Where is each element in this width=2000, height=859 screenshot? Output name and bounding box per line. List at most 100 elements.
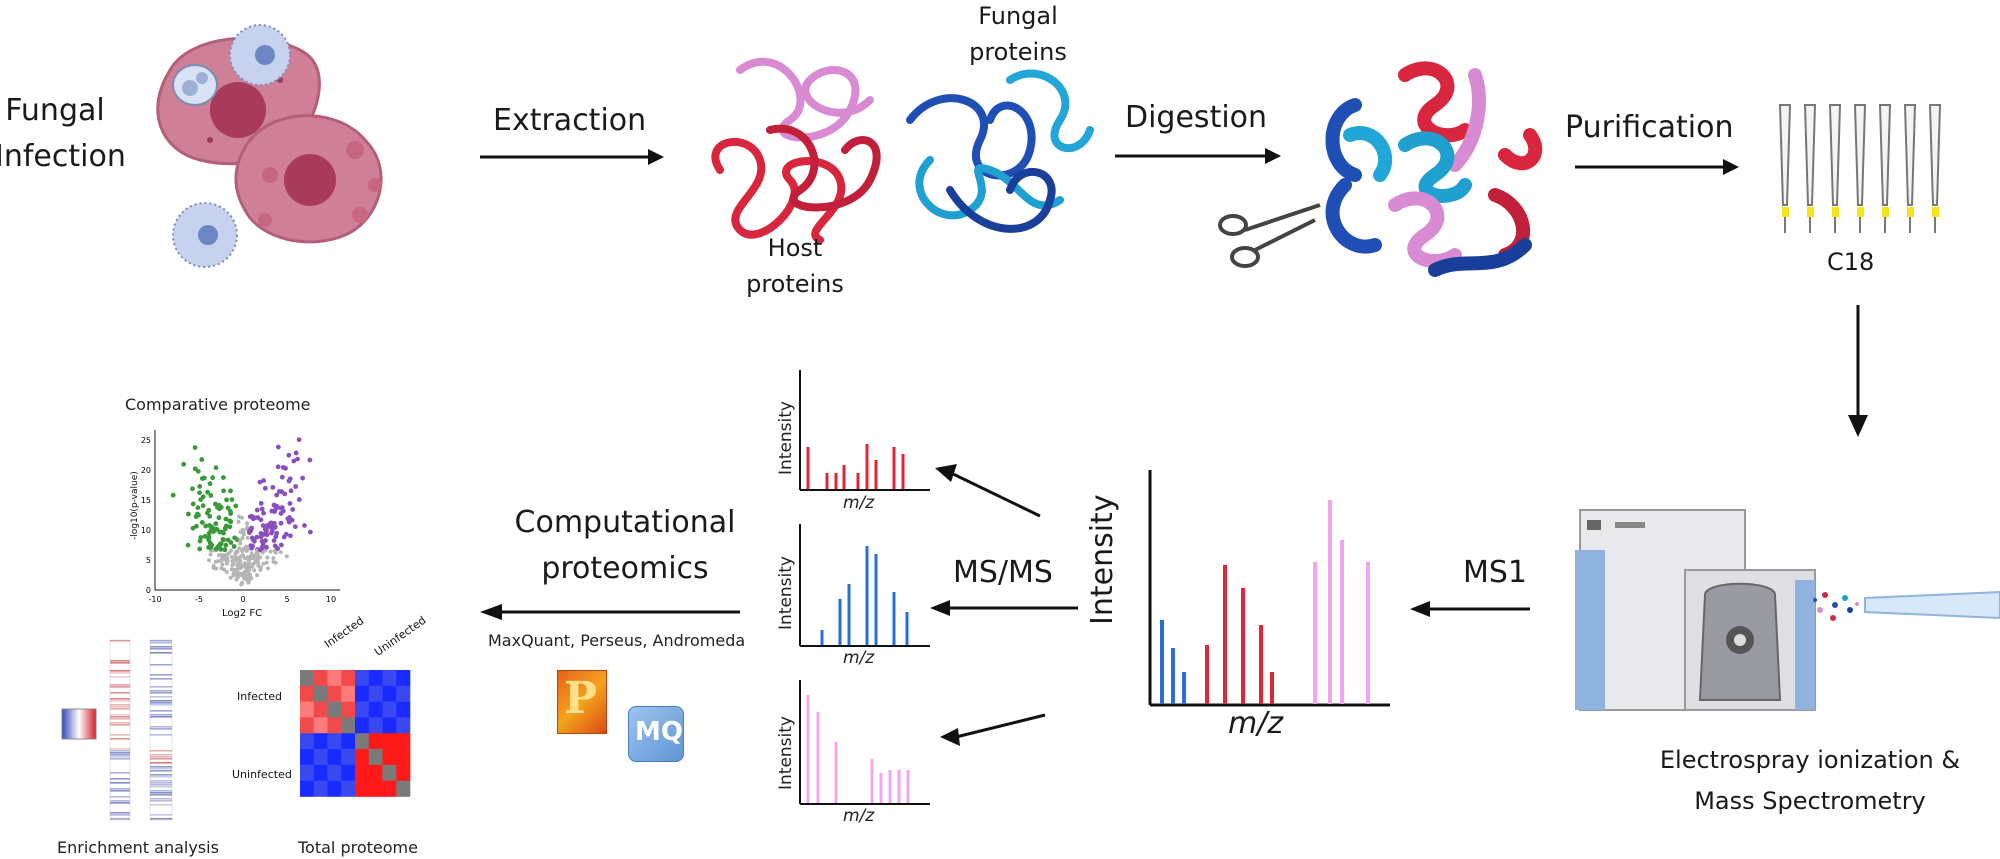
volcano-point (256, 560, 261, 565)
matrix-cell (368, 764, 383, 781)
volcano-point (207, 481, 213, 487)
heatmap-stripe (150, 818, 172, 820)
volcano-point (295, 456, 300, 462)
volcano-point (223, 516, 229, 522)
ms1-spectrum (1148, 470, 1390, 707)
volcano-point (271, 556, 276, 561)
matrix-cell (382, 733, 397, 750)
volcano-point (258, 530, 264, 536)
volcano-ytick: 0 (146, 586, 151, 595)
arrow-digestion (1115, 148, 1281, 164)
volcano-point (276, 489, 282, 494)
matrix-cell (341, 685, 356, 702)
volcano-point (290, 507, 296, 512)
volcano-point (261, 510, 266, 516)
heatmap-stripe (150, 768, 172, 770)
heatmap-stripe (150, 686, 172, 688)
volcano-point (261, 478, 266, 483)
volcano-point (195, 511, 200, 517)
volcano-point (240, 580, 245, 585)
volcano-point (279, 505, 285, 511)
matrix-cell (341, 780, 356, 797)
volcano-point (292, 524, 298, 530)
heatmap-stripe (150, 782, 172, 784)
heatmap-stripe (110, 756, 130, 758)
volcano-point (216, 506, 222, 512)
perseus-logo-letter: P (564, 673, 598, 724)
volcano-point (224, 569, 229, 574)
volcano-point (254, 534, 260, 540)
heatmap-stripe (110, 672, 130, 674)
matrix-cell (368, 670, 383, 687)
heatmap-stripe (150, 648, 172, 650)
heatmap-stripe (150, 714, 172, 716)
arrow-ms1 (1410, 601, 1530, 617)
volcano-point (271, 559, 276, 564)
matrix-cell (396, 685, 411, 702)
volcano-point (249, 525, 255, 531)
ms1-ylabel: Intensity (1085, 494, 1120, 625)
matrix-cell (396, 701, 411, 718)
volcano-point (289, 517, 295, 523)
volcano-point (275, 444, 281, 450)
volcano-point (185, 542, 191, 548)
heatmap-stripe (150, 716, 172, 718)
volcano-point (274, 503, 280, 509)
ms2-red-xlabel: m/z (843, 493, 875, 513)
matrix-cell (368, 701, 383, 718)
volcano-point (181, 461, 187, 467)
ms2-red-ylabel: Intensity (776, 401, 796, 475)
volcano-point (286, 452, 292, 458)
arrow-msms-top (935, 464, 1041, 518)
label-esi-ms: Electrospray ionization & Mass Spectrome… (1659, 746, 1961, 815)
matrix-cell (368, 749, 383, 766)
heatmap-stripe (110, 738, 130, 740)
heatmap-stripe (150, 814, 172, 816)
mass-spectrometer-illustration (1575, 509, 1816, 711)
volcano-xlabel: Log2 FC (222, 608, 263, 619)
volcano-point (258, 534, 264, 540)
volcano-point (260, 523, 266, 528)
matrix-cell (355, 701, 370, 718)
heatmap-stripe (110, 748, 130, 750)
heatmap-stripe (110, 640, 130, 642)
volcano-xtick: 0 (240, 595, 245, 604)
volcano-point (265, 566, 270, 571)
volcano-point (274, 492, 280, 498)
volcano-point (213, 546, 219, 552)
volcano-point (268, 549, 273, 554)
volcano-point (307, 457, 313, 463)
heatmap-stripe (110, 754, 130, 756)
volcano-point (213, 501, 218, 507)
volcano-point (245, 525, 250, 530)
enrichment-colorkey (61, 708, 97, 740)
heatmap-stripe (110, 692, 130, 694)
perseus-logo: P (557, 670, 607, 734)
volcano-point (254, 551, 259, 556)
volcano-point (208, 552, 213, 557)
heatmap-stripe (110, 716, 130, 718)
label-fungal-infection: Fungal Infection (0, 93, 126, 174)
matrix-cell (300, 685, 315, 702)
heatmap-stripe (150, 692, 172, 694)
heatmap-stripe (150, 702, 172, 704)
volcano-ylabel: -log10(p-value) (130, 471, 140, 540)
heatmap-stripe (110, 724, 130, 726)
matrix-cell (300, 749, 315, 766)
volcano-point (224, 497, 229, 503)
volcano-point (230, 563, 235, 568)
heatmap-stripe (110, 782, 130, 784)
volcano-point (288, 533, 293, 539)
heatmap-stripe (150, 664, 172, 666)
heatmap-stripe (110, 708, 130, 710)
volcano-point (261, 561, 266, 566)
volcano-point (197, 538, 203, 544)
matrix-cell (327, 685, 342, 702)
volcano-point (240, 573, 245, 578)
matrix-cell (382, 685, 397, 702)
volcano-point (254, 507, 260, 513)
heatmap-stripe (110, 818, 130, 820)
matrix-cell (382, 780, 397, 797)
volcano-point (247, 567, 252, 572)
